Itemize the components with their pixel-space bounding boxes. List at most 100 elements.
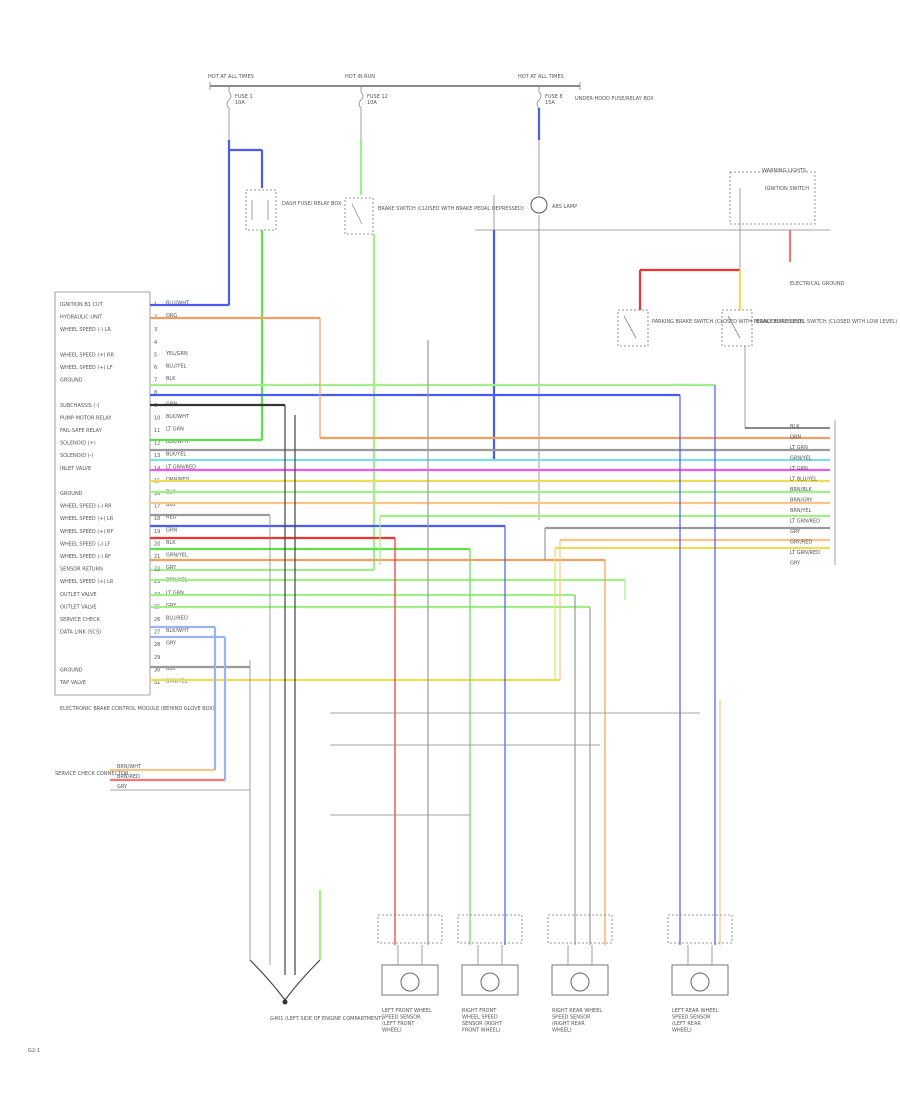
right-connector-code: GRY/RED [790, 540, 812, 546]
parking-brake-switch: PARKING BRAKE SWITCH (CLOSED WITH PEDAL … [617, 309, 803, 347]
ecu-pin-label: DATA LINK (SCS) [60, 630, 101, 636]
ecu-pin-label: IGNITION B1 CUT [60, 302, 104, 308]
ecu-pin-number: 28 [154, 642, 160, 648]
fuse-mid-label: FUSE 12 [367, 94, 388, 100]
ecu-pin-number: 6 [154, 365, 157, 371]
ecu-pin-label: GROUND [60, 491, 83, 497]
power-bus: HOT AT ALL TIMES HOT IN RUN HOT AT ALL T… [208, 74, 581, 90]
ecu-wire-code: ORG [166, 313, 177, 319]
ecu-wire-code: LT GRN [166, 427, 184, 433]
ecu-pin-label: SOLENOID (-) [60, 453, 93, 459]
ecu-pin-number: 4 [154, 340, 157, 346]
ecu-pin-number: 29 [154, 655, 160, 661]
ground-splice: G401 (LEFT SIDE OF ENGINE COMPARTMENT) [249, 405, 383, 1022]
ecu-wire-code: BLU/YEL [166, 364, 187, 370]
right-connector-code: BRN/GRY [790, 498, 813, 504]
ecu-pin-number: 12 [154, 441, 160, 447]
sensor-label: (LEFT FRONT [382, 1021, 415, 1027]
scs-code: GRY [117, 784, 128, 790]
sensor-label: RIGHT REAR WHEEL [552, 1008, 602, 1014]
ecu-pin-label: HYDRAULIC UNIT [60, 315, 103, 321]
ecu-wire-code: LT GRN [166, 590, 184, 596]
ecu-pin-number: 21 [154, 554, 160, 560]
sensor-label: (LEFT REAR [672, 1021, 701, 1027]
ecu-wire-code: BLK/WHT [166, 439, 190, 445]
sensor-label: SPEED SENSOR [552, 1015, 591, 1021]
scs-code: BRN/WHT [117, 764, 142, 770]
hot-label-mid: HOT IN RUN [345, 74, 375, 80]
ecu-wire-code: GRN [166, 527, 177, 533]
ecu-title: ELECTRONIC BRAKE CONTROL MODULE (BEHIND … [60, 706, 215, 712]
ecu-pin-number: 7 [154, 378, 157, 384]
right-connector-code: GRY [790, 529, 801, 535]
ecu-pin-number: 17 [154, 504, 160, 510]
ecu-wire-code: YEL/GRN [165, 351, 188, 357]
ecu-pin-number: 16 [154, 491, 160, 497]
ignition-label: IGNITION SWITCH [765, 186, 809, 192]
ecu-pin-number: 3 [154, 327, 157, 333]
ecu-wire-code: BLK [166, 540, 176, 546]
ecu-pin-number: 18 [154, 516, 160, 522]
sensor-label: SPEED SENSOR [672, 1015, 711, 1021]
scs-code: BRN/RED [117, 774, 140, 780]
ecu-pin-label: SOLENOID (+) [60, 441, 96, 447]
sensor-label: WHEEL SPEED [462, 1015, 498, 1021]
splice-dot-icon [282, 999, 288, 1005]
fuse-right-note: UNDER-HOOD FUSE/RELAY BOX [575, 96, 654, 102]
sensor-coil-icon [690, 972, 710, 992]
ecu-pin-label: INLET VALVE [60, 466, 91, 472]
fuse-icon: FUSE 12 10A [358, 86, 388, 140]
right-connector-code: LT GRN/RED [790, 519, 820, 525]
ecu-wire-code: LT GRN/RED [166, 464, 196, 470]
fuse-right-label: FUSE 8 [545, 94, 563, 100]
right-connector-code: ORN [790, 435, 801, 441]
ecu-wire-code: BLK [166, 666, 176, 672]
harness-wires [150, 303, 830, 945]
sensor-label: LEFT REAR WHEEL [672, 1008, 719, 1014]
parking-brake-label: PARKING BRAKE SWITCH (CLOSED WITH PEDAL … [652, 319, 803, 325]
sensor-coil-icon [570, 972, 590, 992]
sensor-label: WHEEL) [552, 1028, 572, 1034]
scs-label: SERVICE CHECK CONNECTOR [55, 771, 129, 777]
hot-label-right: HOT AT ALL TIMES [518, 74, 564, 80]
ecu-pin-label: WHEEL SPEED (-) RF [60, 554, 111, 560]
sensor-label: WHEEL) [672, 1028, 692, 1034]
sensor-housing [381, 964, 439, 996]
fuse-left-label: FUSE 1 [235, 94, 253, 100]
brake-fluid-switch: BRAKE FLUID LEVEL SWITCH (CLOSED WITH LO… [721, 309, 897, 429]
ecu-pin-number: 22 [154, 567, 160, 573]
ecu-pin-number: 11 [154, 428, 160, 434]
ecu-pin-number: 23 [154, 579, 160, 585]
brake-switch-label: BRAKE SWITCH (CLOSED WITH BRAKE PEDAL DE… [378, 206, 524, 212]
sensor-box [457, 914, 523, 944]
page-code: G2-1 [28, 1048, 40, 1054]
warning-label: WARNING LIGHTS [762, 168, 806, 174]
sensor-label: (RIGHT REAR [552, 1021, 585, 1027]
ecu-pin-label: PUMP MOTOR RELAY [60, 415, 112, 421]
ecu-wire-code: BLU/WHT [166, 301, 190, 307]
right-connector-code: LT GRN [790, 445, 808, 451]
ecu-wire-code: GRY [166, 565, 177, 571]
abs-lamp-label: ABS LAMP [552, 204, 577, 210]
right-connector-code: BRN/BLK [790, 487, 813, 493]
ground-splice-label: G401 (LEFT SIDE OF ENGINE COMPARTMENT) [270, 1016, 383, 1022]
ecu-wire-code: BRN/YEL [166, 679, 188, 685]
ecu-wire-code: BLU [166, 502, 176, 508]
ecu-pin-label: GROUND [60, 667, 83, 673]
ecu-pin-number: 30 [154, 667, 160, 673]
right-connector-code: GRN/YEL [790, 456, 812, 462]
ecu-pin-label: WHEEL SPEED (-) RR [60, 504, 112, 510]
ecu-pin-number: 13 [154, 453, 160, 459]
sensor-label: FRONT WHEEL) [462, 1028, 500, 1034]
ecu-wire-code: BLK/WHT [166, 414, 190, 420]
ecu-pin-label: SENSOR RETURN [60, 567, 103, 573]
sensor-housing [551, 964, 609, 996]
ecu-pin-label: WHEEL SPEED (+) LR [60, 516, 114, 522]
ecu-pin-label: WHEEL SPEED (+) LF [60, 365, 113, 371]
ecu-pin-label: WHEEL SPEED (+) LR [60, 579, 114, 585]
